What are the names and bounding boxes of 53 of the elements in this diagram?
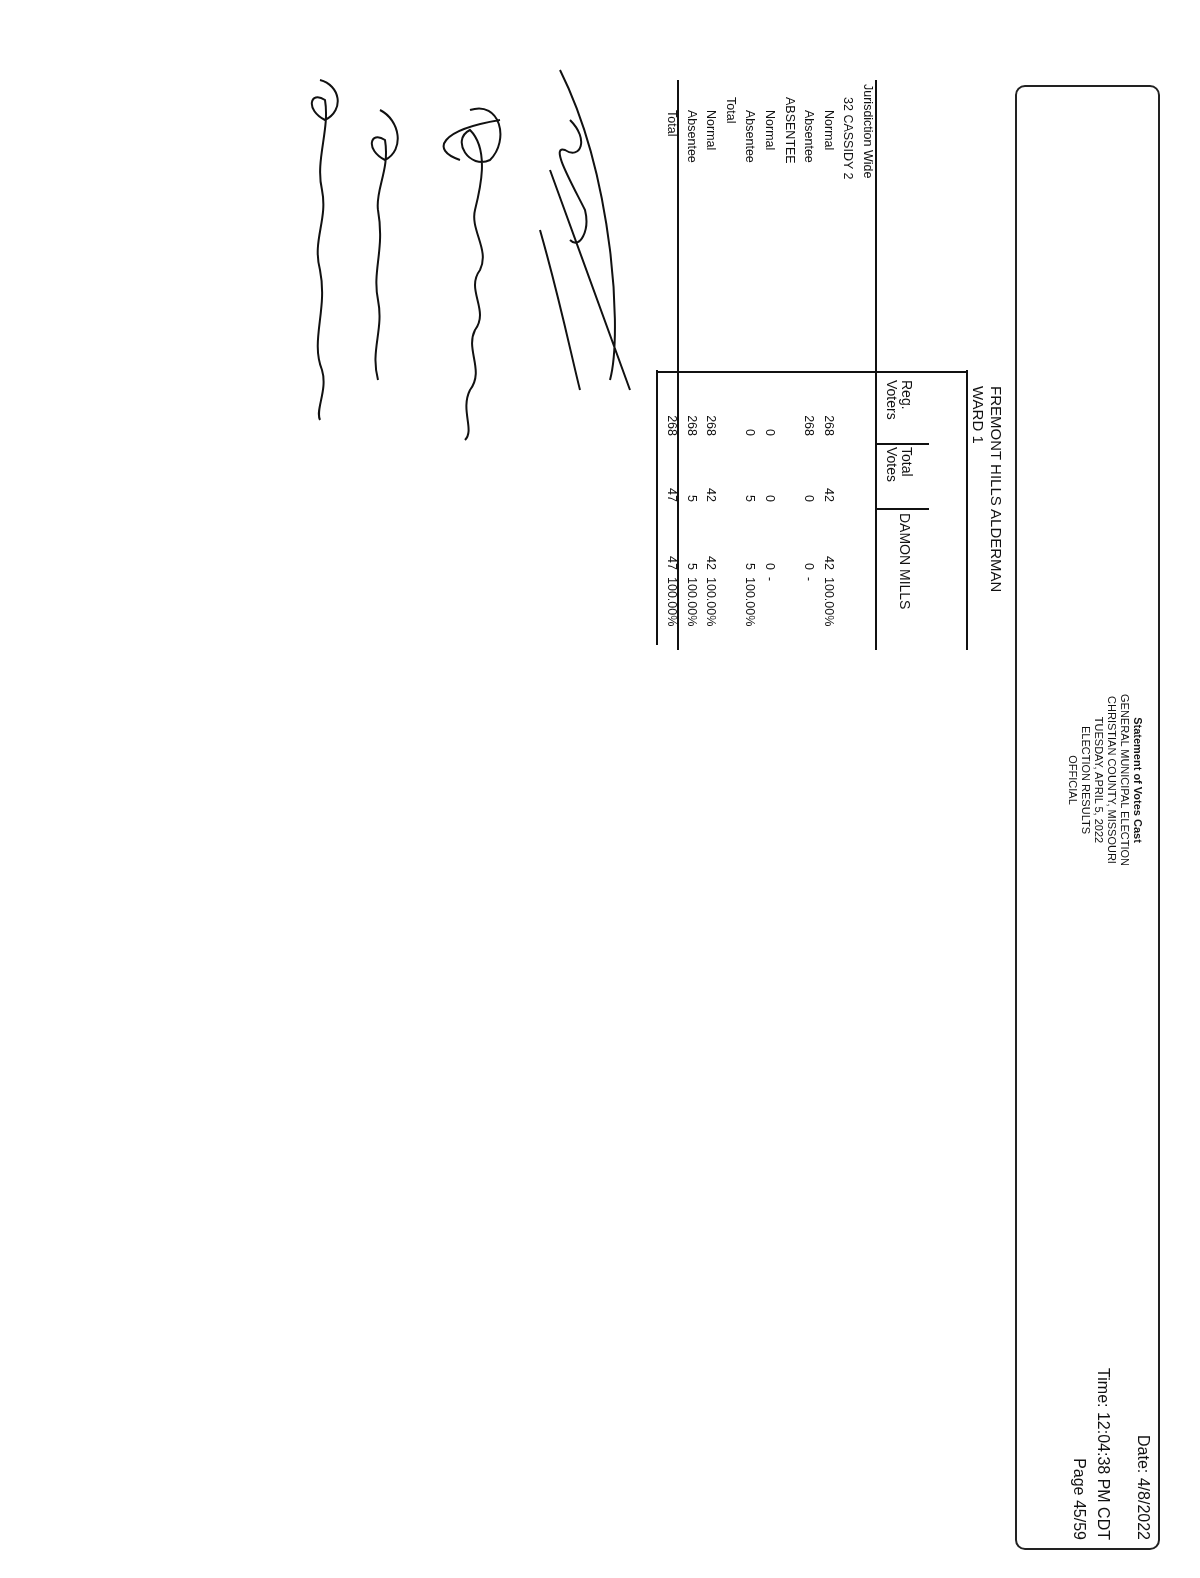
row-label: Normal [821,110,835,151]
table-cell: 100.00% [742,577,757,627]
table-cell: 0 [762,563,776,570]
row-label: ABSENTEE [781,97,796,164]
page-number: Page 45/59 [1070,1458,1088,1540]
table-cell: 0 [742,429,757,436]
table-cell: 5 [683,495,698,502]
report-heading: ELECTION RESULTS [1079,726,1092,834]
report-heading: GENERAL MUNICIPAL ELECTION [1118,694,1131,866]
row-label: Absentee [742,110,757,163]
column-header: Reg. Voters [883,380,914,422]
table-cell: 100.00% [664,577,678,627]
table-cell: 47 [664,556,678,570]
contest-title: FREMONT HILLS ALDERMAN [987,386,1004,593]
row-label: Absentee [683,110,698,163]
row-label: Jurisdiction Wide [860,84,874,179]
report-heading: Statement of Votes Cast [1131,717,1144,843]
table-cell: 42 [703,556,718,570]
report-heading: TUESDAY, APRIL 5, 2022 [1092,716,1105,844]
table-cell: 5 [742,563,757,570]
table-cell: 268 [703,415,718,436]
contest-subtitle: WARD 1 [969,386,986,444]
table-cell: 100.00% [683,577,698,627]
row-label: Normal [762,110,776,151]
row-label: Absentee [801,110,816,163]
table-cell: 100.00% [703,577,718,627]
row-label: Normal [703,110,718,151]
column-header: Total Votes [883,447,914,485]
table-cell: 5 [742,495,757,502]
table-cell: 47 [664,488,678,502]
time-text: Time: 12:04:38 PM CDT [1094,1368,1112,1540]
table-cell: - [762,577,776,582]
table-cell: 5 [683,563,698,570]
table-cell: 0 [801,563,816,570]
table-cell: 42 [703,488,718,502]
table-cell: 42 [821,556,835,570]
table-cell: - [801,577,816,582]
report-heading: CHRISTIAN COUNTY, MISSOURI [1105,696,1118,864]
table-cell: 100.00% [821,577,835,627]
table-cell: 0 [801,495,816,502]
row-label: Total [723,97,737,124]
report-heading: OFFICIAL [1066,755,1079,805]
table-cell: 42 [821,488,835,502]
table-cell: 268 [683,415,698,436]
column-header: DAMON MILLS [896,513,912,610]
table-cell: 268 [801,415,816,436]
table-cell: 268 [664,415,678,436]
row-label: Total [664,110,678,137]
table-cell: 0 [762,429,776,436]
table-cell: 0 [762,495,776,502]
date-text: Date: 4/8/2022 [1134,1435,1152,1540]
row-label: 32 CASSIDY 2 [840,97,855,180]
table-cell: 268 [821,415,835,436]
